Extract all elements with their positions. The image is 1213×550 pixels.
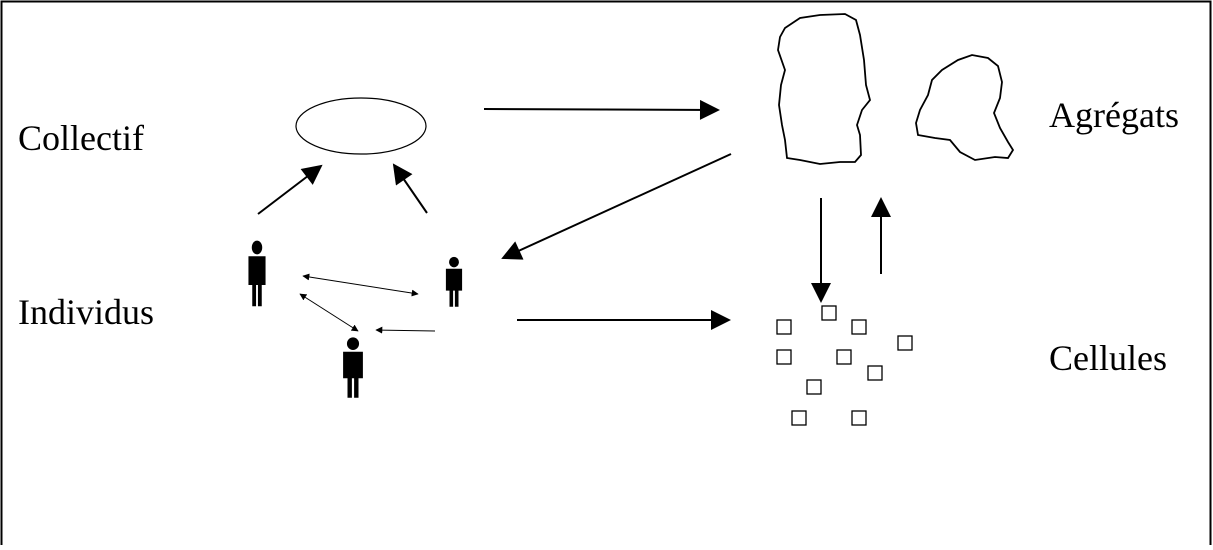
cell-square-icon (776, 349, 792, 365)
person-icon (248, 240, 266, 307)
interaction-arrow-left-bottom (299, 293, 359, 332)
label-agregats: Agrégats (1049, 95, 1179, 135)
cell-square-icon (867, 365, 883, 381)
person-icon (445, 256, 463, 307)
arrow-individual-left-to-collective (257, 164, 323, 215)
label-individus: Individus (18, 292, 155, 332)
cell-square-icon (851, 319, 867, 335)
arrow-aggregates-to-individuals (501, 153, 732, 260)
aggregate-blob-1 (777, 13, 871, 165)
cell-square-icon (836, 349, 852, 365)
interaction-arrow-left-right (302, 273, 419, 297)
collective-ellipse (295, 97, 427, 155)
cell-square-icon (776, 319, 792, 335)
label-collectif: Collectif (18, 118, 144, 158)
person-icon (343, 337, 363, 398)
interaction-arrow-right-bottom (375, 326, 436, 334)
cells-group (776, 305, 913, 426)
aggregate-blob-2 (915, 54, 1015, 161)
cell-square-icon (851, 410, 867, 426)
cell-square-icon (806, 379, 822, 395)
cell-square-icon (791, 410, 807, 426)
cell-square-icon (897, 335, 913, 351)
cell-square-icon (821, 305, 837, 321)
arrow-collective-to-aggregates (483, 99, 720, 120)
arrow-individual-right-to-collective (392, 163, 428, 214)
label-cellules: Cellules (1049, 338, 1167, 378)
